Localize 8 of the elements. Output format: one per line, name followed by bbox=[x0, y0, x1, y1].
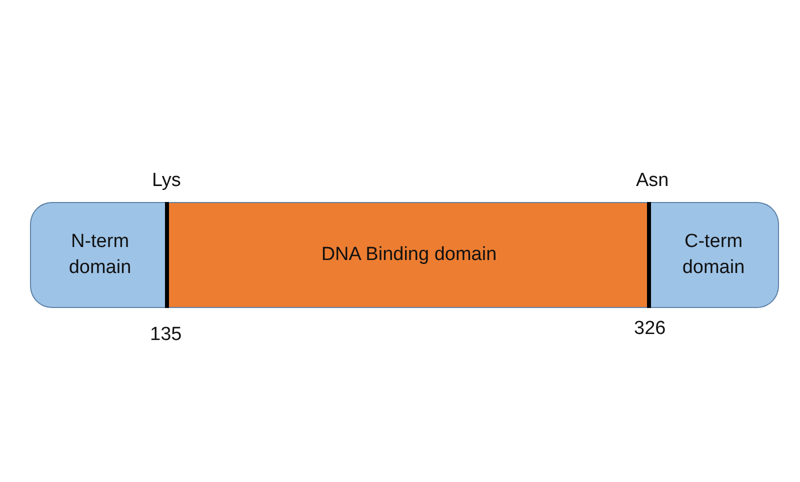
domain-label: N-term domain bbox=[68, 230, 132, 280]
domain-label: C-term domain bbox=[681, 230, 746, 280]
residue-label: Lys bbox=[152, 170, 181, 192]
residue-label: Asn bbox=[636, 170, 669, 192]
domain-label: DNA Binding domain bbox=[321, 243, 497, 268]
position-number: 326 bbox=[634, 318, 666, 340]
position-number: 135 bbox=[150, 324, 182, 346]
domain-segment bbox=[649, 202, 779, 308]
